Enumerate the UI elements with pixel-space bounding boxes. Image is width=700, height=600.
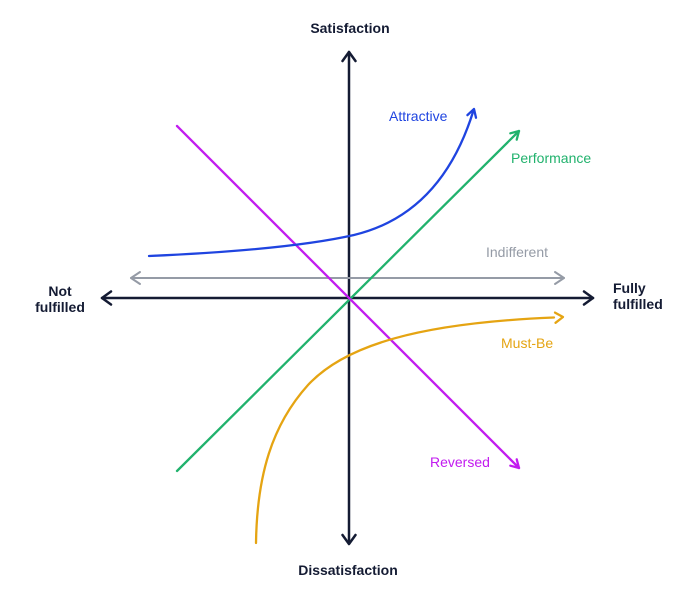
satisfaction-axis-label: Satisfaction (310, 20, 390, 36)
performance-line (175, 129, 521, 473)
reversed-line (175, 124, 521, 470)
attractive-curve (147, 107, 478, 258)
y-axis-bottom-arrowhead (341, 533, 357, 546)
must-be-arrowhead (553, 311, 565, 324)
indifferent-line (130, 271, 565, 285)
dissatisfaction-axis-label: Dissatisfaction (298, 562, 398, 578)
reversed-curve-label: Reversed (430, 454, 490, 470)
performance-line-segment (175, 129, 521, 473)
indifferent-right-arrowhead (554, 271, 565, 285)
must-be-curve-segment (254, 316, 556, 545)
x-axis-right-arrowhead (582, 290, 595, 306)
fully-fulfilled-axis-label: Fully fulfilled (613, 280, 663, 312)
attractive-curve-label: Attractive (389, 108, 448, 124)
performance-arrowhead (509, 129, 521, 141)
x-axis-left-arrowhead (100, 290, 113, 306)
performance-curve-label: Performance (511, 150, 592, 166)
not-fulfilled-axis-label: Not fulfilled (35, 283, 85, 315)
indifferent-left-arrowhead (130, 271, 141, 285)
y-axis-top-arrowhead (341, 50, 357, 63)
must-be-curve (254, 311, 565, 545)
reversed-line-segment (175, 124, 521, 470)
must-be-curve-label: Must-Be (501, 335, 554, 351)
reversed-arrowhead (509, 458, 521, 470)
attractive-arrowhead (466, 107, 478, 119)
attractive-curve-segment (147, 110, 475, 258)
indifferent-curve-label: Indifferent (486, 244, 549, 260)
